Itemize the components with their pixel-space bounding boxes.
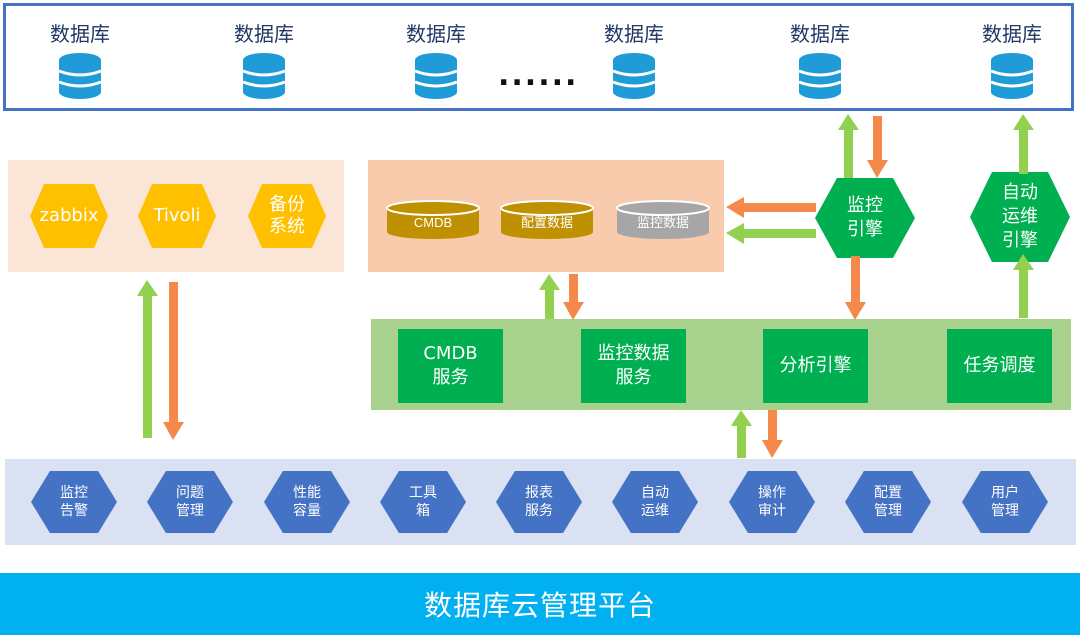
app-problem-management[interactable]: 问题 管理	[147, 471, 233, 533]
database-label: 数据库	[406, 22, 466, 46]
app-operation-audit[interactable]: 操作 审计	[729, 471, 815, 533]
tool-panel: zabbix Tivoli 备份 系统	[8, 160, 344, 272]
arrow-up-green-icon	[137, 280, 158, 438]
tool-zabbix[interactable]: zabbix	[30, 184, 108, 248]
database-item[interactable]: 数据库	[214, 22, 314, 100]
monitor-data-store-icon[interactable]: 监控数据	[616, 200, 710, 240]
app-toolbox[interactable]: 工具 箱	[380, 471, 466, 533]
cmdb-store-icon[interactable]: CMDB	[386, 200, 480, 240]
arrow-up-green-icon	[1013, 254, 1034, 318]
database-label: 数据库	[604, 22, 664, 46]
database-item[interactable]: 数据库	[584, 22, 684, 100]
database-label: 数据库	[50, 22, 110, 46]
cmdb-service[interactable]: CMDB 服务	[398, 329, 503, 403]
cmdb-store-label: CMDB	[414, 215, 452, 230]
auto-ops-engine[interactable]: 自动 运维 引擎	[970, 172, 1070, 262]
app-performance-capacity[interactable]: 性能 容量	[264, 471, 350, 533]
arrow-up-green-icon	[539, 274, 560, 319]
app-monitor-alert[interactable]: 监控 告警	[31, 471, 117, 533]
monitor-data-store-label: 监控数据	[637, 216, 689, 231]
analysis-engine-service[interactable]: 分析引擎	[763, 329, 868, 403]
database-band: 数据库 数据库 数据库 ...... 数据库	[3, 3, 1074, 111]
config-data-store-icon[interactable]: 配置数据	[500, 200, 594, 240]
database-icon	[798, 53, 842, 99]
monitor-data-service[interactable]: 监控数据 服务	[581, 329, 686, 403]
arrow-left-orange-icon	[726, 197, 816, 218]
task-scheduler-service[interactable]: 任务调度	[947, 329, 1052, 403]
config-data-store-label: 配置数据	[521, 216, 573, 231]
tool-backup-system[interactable]: 备份 系统	[248, 184, 326, 248]
tool-tivoli[interactable]: Tivoli	[138, 184, 216, 248]
database-item[interactable]: 数据库	[386, 22, 486, 100]
database-item[interactable]: 数据库	[770, 22, 870, 100]
data-store-panel: CMDB 配置数据 监控数据	[368, 160, 724, 272]
database-label: 数据库	[790, 22, 850, 46]
arrow-down-orange-icon	[867, 116, 888, 178]
app-user-management[interactable]: 用户 管理	[962, 471, 1048, 533]
database-label: 数据库	[234, 22, 294, 46]
database-icon	[414, 53, 458, 99]
database-icon	[58, 53, 102, 99]
arrow-down-orange-icon	[563, 274, 584, 320]
platform-title-bar: 数据库云管理平台	[0, 573, 1080, 635]
ellipsis-text: ......	[498, 58, 579, 93]
application-band: 监控 告警 问题 管理 性能 容量 工具 箱 报表 服务 自动 运维 操作 审计…	[5, 459, 1076, 545]
app-config-management[interactable]: 配置 管理	[845, 471, 931, 533]
database-label: 数据库	[982, 22, 1042, 46]
arrow-down-orange-icon	[163, 282, 184, 440]
database-icon	[990, 53, 1034, 99]
service-band: CMDB 服务 监控数据 服务 分析引擎 任务调度	[371, 319, 1071, 410]
app-auto-ops[interactable]: 自动 运维	[612, 471, 698, 533]
arrow-left-green-icon	[726, 223, 816, 244]
database-item[interactable]: 数据库	[962, 22, 1062, 100]
database-icon	[612, 53, 656, 99]
database-item[interactable]: 数据库	[30, 22, 130, 100]
arrow-down-orange-icon	[762, 410, 783, 458]
database-icon	[242, 53, 286, 99]
arrow-down-orange-icon	[845, 256, 866, 320]
arrow-up-green-icon	[838, 114, 859, 178]
arrow-up-green-icon	[731, 410, 752, 458]
arrow-up-green-icon	[1013, 114, 1034, 174]
app-report-service[interactable]: 报表 服务	[496, 471, 582, 533]
monitor-engine[interactable]: 监控 引擎	[815, 178, 915, 258]
